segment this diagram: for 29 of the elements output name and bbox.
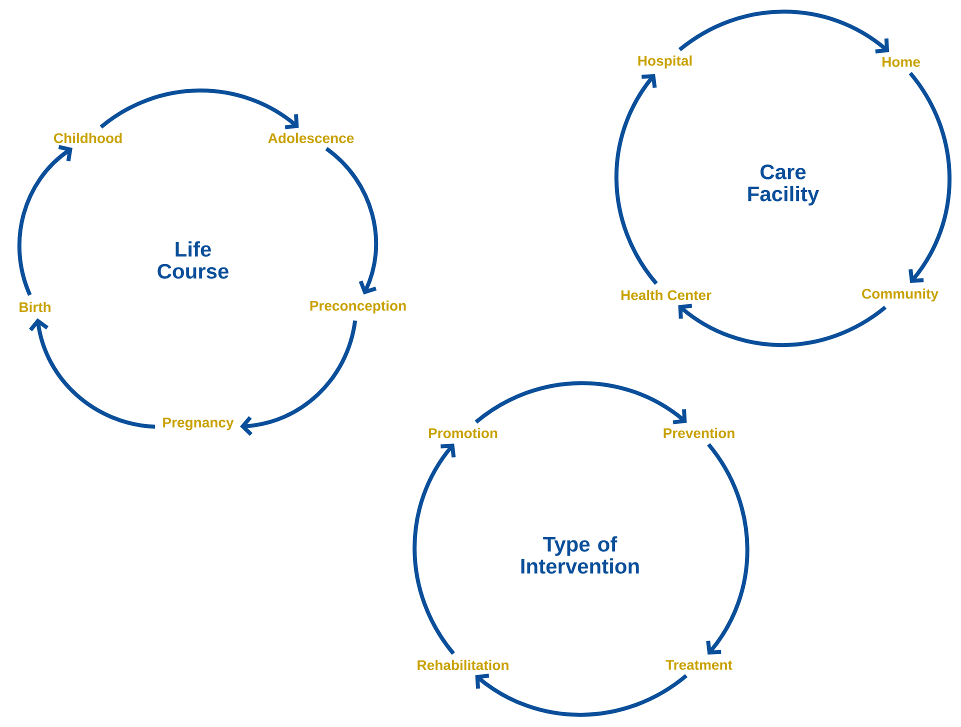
curved-arrow bbox=[18, 145, 72, 296]
node-label: Birth bbox=[20, 302, 50, 312]
curved-arrow bbox=[28, 318, 156, 429]
cycle-title: Type of Intervention bbox=[521, 536, 639, 574]
curved-arrow bbox=[908, 72, 952, 283]
node-label: Pregnancy bbox=[163, 418, 234, 430]
node-label: Health Center bbox=[621, 290, 712, 300]
curved-arrow bbox=[100, 88, 299, 130]
curved-arrow bbox=[706, 443, 750, 655]
node-label: Promotion bbox=[428, 428, 498, 438]
node-label: Preconception bbox=[310, 300, 406, 314]
curved-arrow bbox=[678, 304, 887, 348]
node-label: Childhood bbox=[54, 132, 122, 144]
curved-arrow bbox=[412, 444, 456, 655]
cycle-title: Life Course bbox=[158, 241, 228, 279]
node-label: Rehabilitation bbox=[418, 660, 508, 670]
curved-arrow bbox=[475, 674, 688, 717]
node-label: Community bbox=[862, 288, 938, 302]
curved-arrow bbox=[614, 74, 658, 285]
curved-arrow bbox=[240, 320, 358, 436]
node-label: Hospital bbox=[638, 55, 692, 68]
cycle-title: Care Facility bbox=[748, 164, 820, 206]
curved-arrow bbox=[325, 147, 378, 295]
curved-arrow bbox=[678, 10, 890, 54]
node-label: Prevention bbox=[664, 428, 734, 438]
node-label: Adolescence bbox=[268, 132, 354, 144]
node-label: Treatment bbox=[666, 660, 732, 670]
curved-arrow bbox=[474, 381, 687, 424]
node-label: Home bbox=[882, 57, 920, 67]
